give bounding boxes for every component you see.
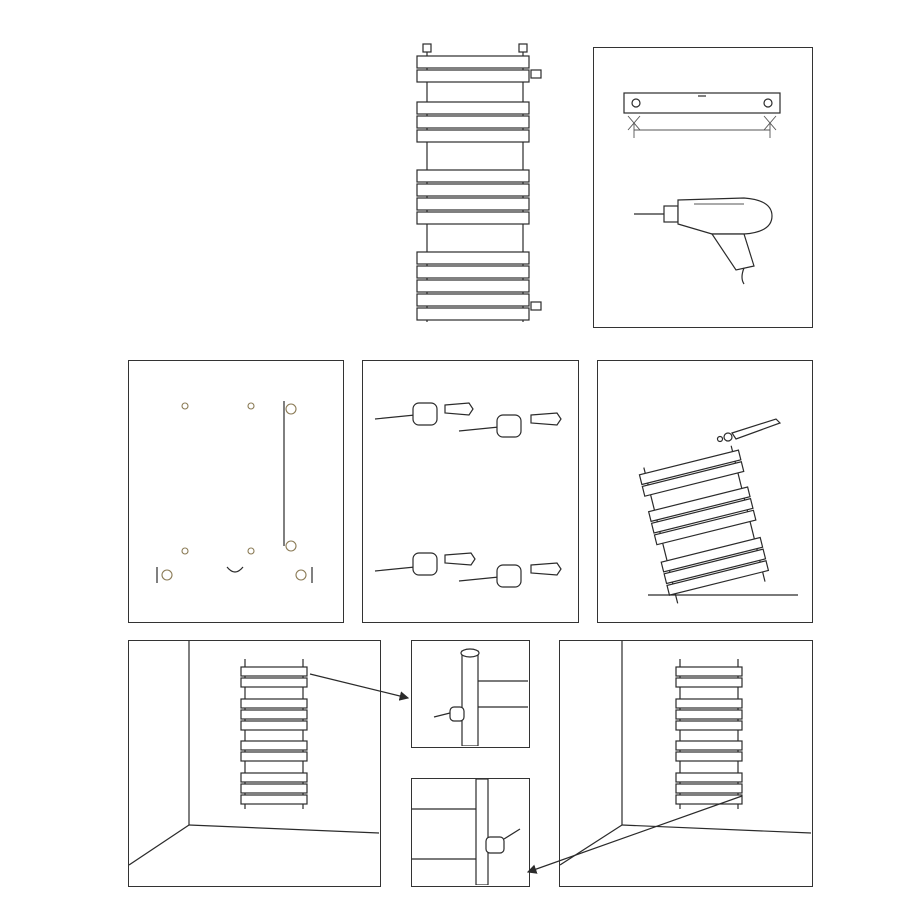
- drill-icon: [634, 197, 773, 285]
- towel-radiator-icon: [416, 43, 542, 322]
- hang-radiator-right-panel: [559, 640, 813, 887]
- wall-plug-screw-icon: [374, 402, 562, 588]
- fixing-kit-panel: [362, 360, 579, 623]
- attach-brackets-panel: [597, 360, 813, 623]
- radiator-overview: [405, 40, 555, 330]
- spirit-level-icon: [623, 92, 781, 138]
- hang-radiator-left-panel: [128, 640, 381, 887]
- drilling-template-icon: [156, 401, 313, 583]
- tilted-radiator: [638, 445, 770, 604]
- spanner-icon: [716, 418, 782, 443]
- top-bracket-detail-panel: [411, 640, 530, 748]
- level-and-drill-panel: [593, 47, 813, 328]
- drill-template-panel: [128, 360, 344, 623]
- bottom-bracket-detail-panel: [411, 778, 530, 887]
- wall-corner-icon: [129, 641, 379, 866]
